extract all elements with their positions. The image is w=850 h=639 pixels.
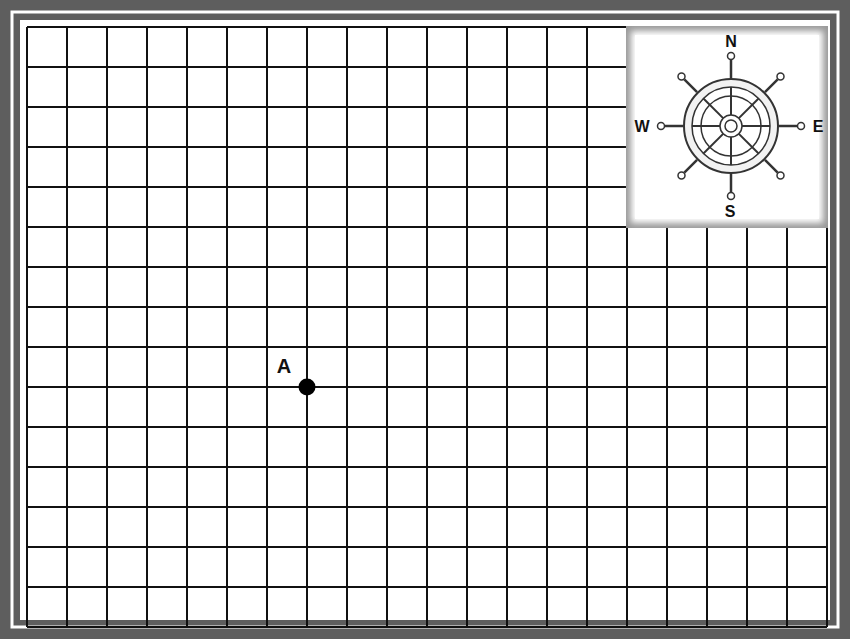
compass-rose [626, 26, 828, 228]
grid-line [27, 626, 827, 628]
wheel-knob [658, 123, 665, 130]
grid-line [106, 27, 108, 627]
compass-west: W [634, 119, 649, 135]
wheel-handle [779, 125, 797, 128]
grid-line [546, 27, 548, 627]
grid-line [386, 27, 388, 627]
compass-box-inner [635, 35, 819, 219]
ship-wheel [658, 53, 805, 200]
grid-line [27, 426, 827, 428]
wheel-knob [777, 73, 784, 80]
grid-line [346, 27, 348, 627]
wheel-handle [730, 174, 733, 192]
grid-line [586, 27, 588, 627]
grid-line [27, 266, 827, 268]
wheel-spoke [703, 98, 724, 119]
wheel-knob [728, 53, 735, 60]
grid-line [27, 466, 827, 468]
wheel-spoke [730, 87, 732, 117]
wheel-knob [678, 73, 685, 80]
grid-line [27, 506, 827, 508]
grid-line [27, 386, 827, 388]
wheel-handle [665, 125, 683, 128]
wheel-handle [765, 160, 778, 173]
grid-line [266, 27, 268, 627]
grid-line [186, 27, 188, 627]
grid-line [26, 27, 28, 627]
compass-box [631, 31, 823, 223]
wheel-handle [730, 60, 733, 78]
wheel-knob [798, 123, 805, 130]
point-dot [299, 379, 316, 396]
wheel-spoke [740, 125, 770, 127]
wheel-spoke [737, 132, 758, 153]
grid-lines [27, 27, 827, 627]
wheel-spoke [730, 135, 732, 165]
wheel-handle [684, 160, 697, 173]
wheel-knob [678, 172, 685, 179]
wheel-rim-inner [692, 87, 770, 165]
compass-east: E [813, 119, 824, 135]
wheel-spoke [692, 125, 722, 127]
frame-line [12, 12, 838, 627]
wheel-hub [720, 115, 742, 137]
compass-north: N [725, 34, 737, 50]
map-ground [20, 20, 830, 620]
wheel-handle [765, 79, 778, 92]
grid-line [506, 27, 508, 627]
wheel-spoke [737, 98, 758, 119]
point-label: A [277, 356, 291, 376]
grid-line [226, 27, 228, 627]
compass-box-edge [626, 26, 828, 228]
wheel-knob [728, 193, 735, 200]
grid-line [27, 346, 827, 348]
grid-line [27, 586, 827, 588]
grid-line [466, 27, 468, 627]
grid-line [27, 306, 827, 308]
wheel-knob [777, 172, 784, 179]
grid-line [426, 27, 428, 627]
grid-line [66, 27, 68, 627]
grid-line [27, 546, 827, 548]
wheel-rim [684, 79, 778, 173]
grid-line [306, 27, 308, 627]
compass-south: S [725, 204, 736, 220]
wheel-handle [684, 79, 697, 92]
wheel-spoke [703, 132, 724, 153]
grid-line [146, 27, 148, 627]
wheel-hub-center [725, 120, 737, 132]
